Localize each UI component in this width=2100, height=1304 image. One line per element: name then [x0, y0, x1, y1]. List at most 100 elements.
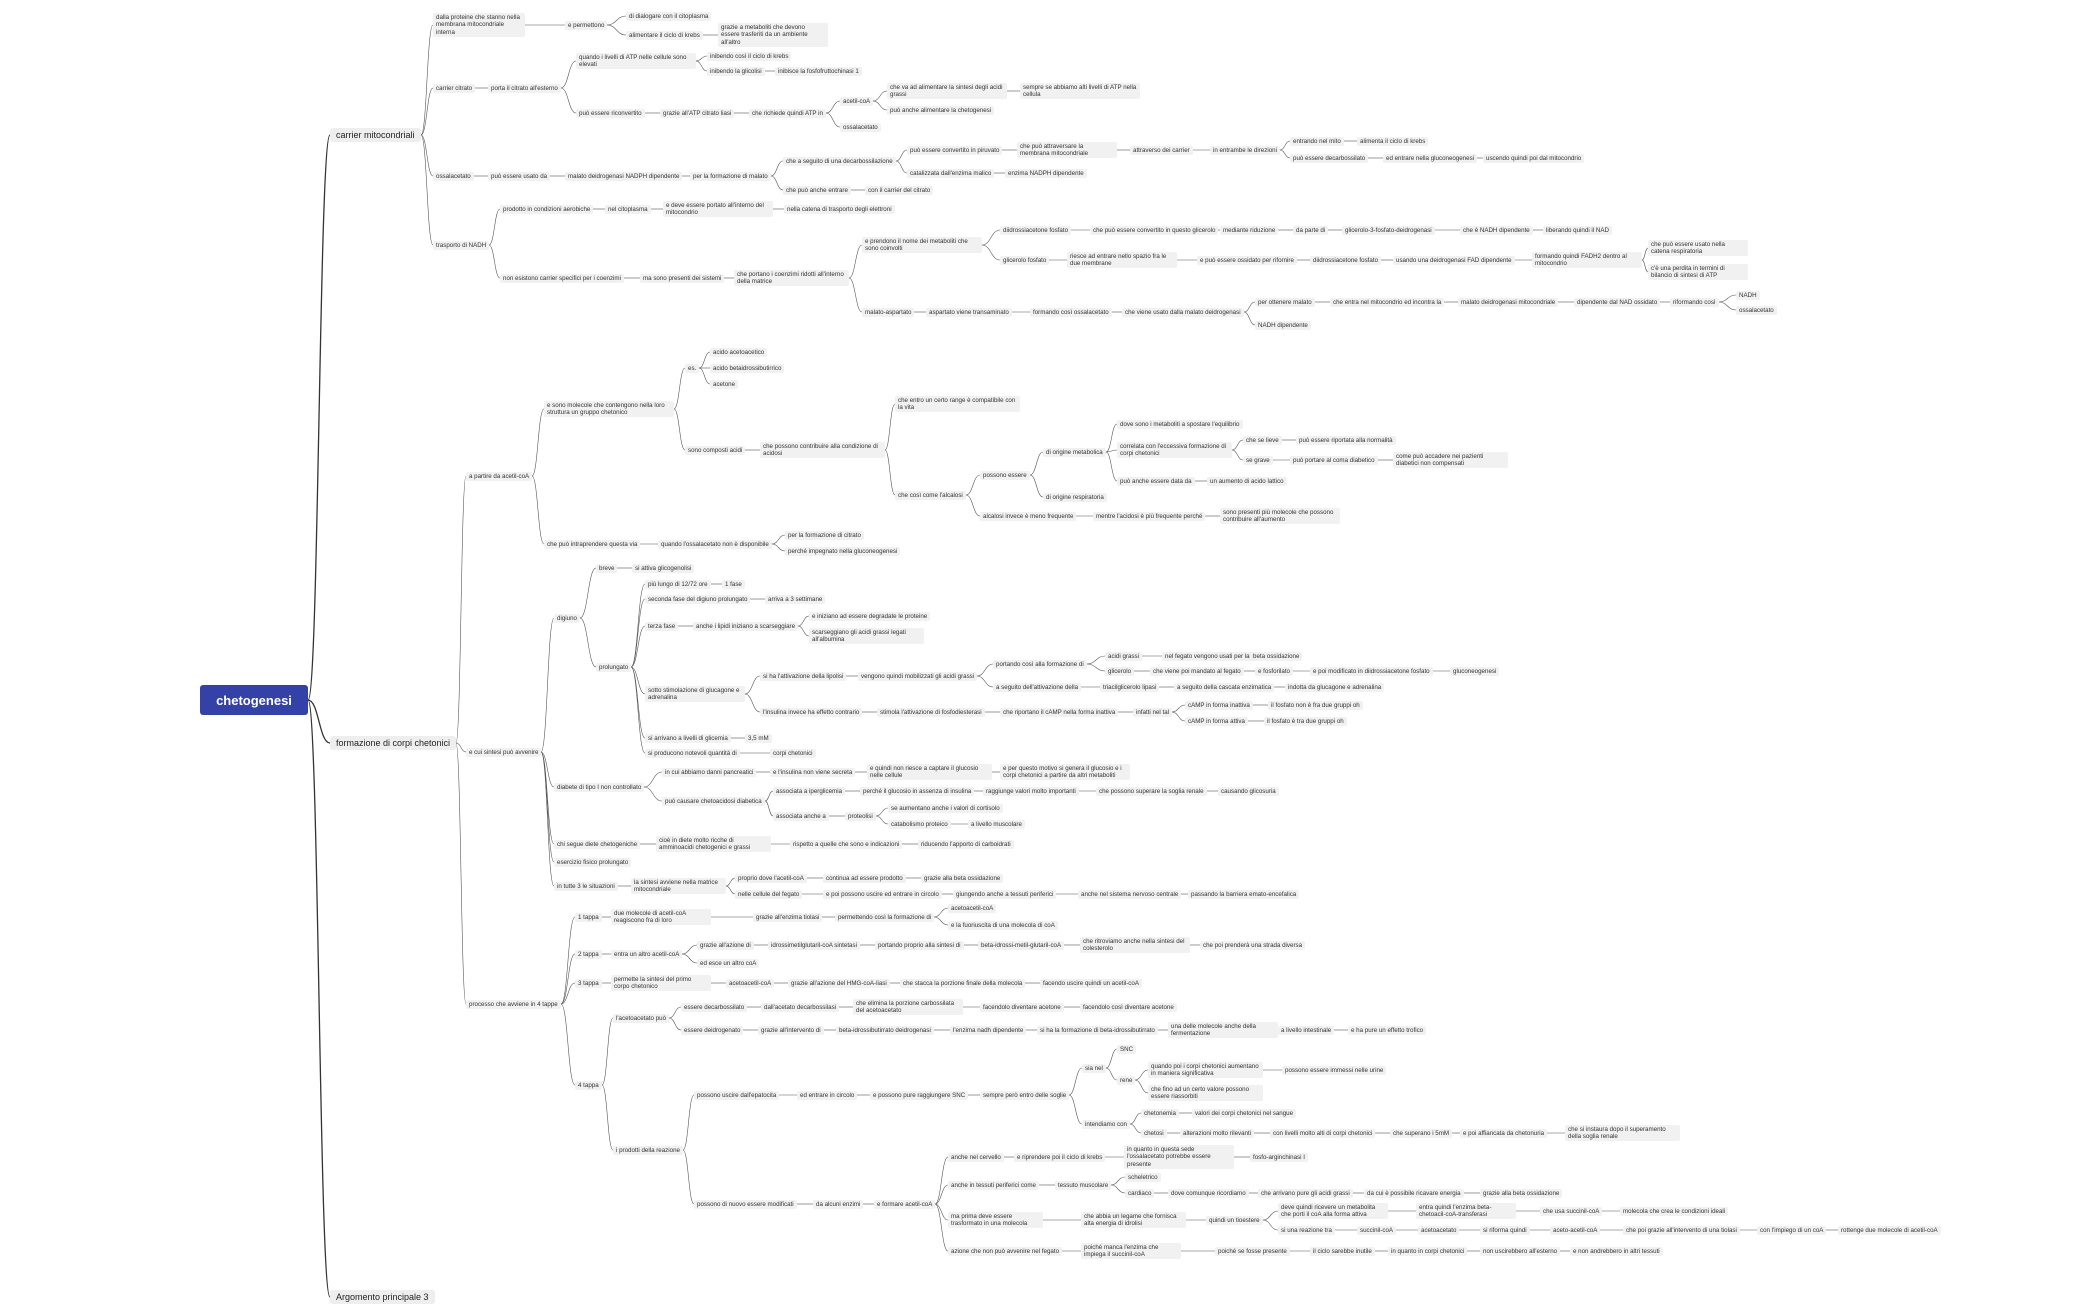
mindmap-node-cm4b[interactable]: non esistono carrier specifici per i coe…	[500, 274, 624, 283]
mindmap-node-t4b1a1a2b1a1a[interactable]: e poi affiancata da chetonuria	[1460, 1129, 1547, 1138]
mindmap-node-t4b2a1c1[interactable]: che abbia un legame che fornisca alta en…	[1081, 1212, 1186, 1229]
mindmap-node-t4a2a1a1a1[interactable]: a livello intestinale	[1278, 1026, 1334, 1035]
mindmap-node-t2a1a1a1a[interactable]: che poi prenderà una strada diversa	[1200, 941, 1305, 950]
mindmap-node-fc2b1a1a[interactable]: e per questo motivo si genera il glucosi…	[1000, 764, 1130, 781]
mindmap-node-fc2a2e[interactable]: si arrivano a livelli di glicemia	[645, 734, 731, 743]
mindmap-node-t4a[interactable]: l'acetoacetato può	[613, 1014, 669, 1023]
mindmap-node-t4a2a[interactable]: grazie all'intervento di	[758, 1026, 824, 1035]
mindmap-node-cm4g2[interactable]: glicerolo fosfato	[1000, 256, 1049, 265]
mindmap-node-cm1[interactable]: dalla proteine che stanno nella membrana…	[433, 13, 525, 37]
mindmap-node-fc2a2d2a1a2a[interactable]: il fosfato è tra due gruppi oh	[1264, 717, 1347, 726]
mindmap-node-fc2a2d1a1a1[interactable]: nel fegato vengono usati per la	[1162, 652, 1253, 661]
mindmap-node-fc2a2d2a1a1[interactable]: cAMP in forma inattiva	[1185, 701, 1253, 710]
mindmap-node-t4b1a1a2b[interactable]: chetosi	[1141, 1129, 1167, 1138]
mindmap-node-fc2e[interactable]: in tutte 3 le situazioni	[554, 882, 618, 891]
mindmap-node-t4b1a1[interactable]: e possono pure raggiungere SNC	[870, 1091, 968, 1100]
mindmap-node-ap3[interactable]: Argomento principale 3	[330, 1290, 435, 1304]
mindmap-node-fc2a2b1[interactable]: arriva a 3 settimane	[765, 595, 825, 604]
mindmap-node-cm2a1b1[interactable]: inibisce la fosfofruttochinasi 1	[775, 67, 862, 76]
mindmap-node-t4b1a1a1[interactable]: sia nel	[1082, 1064, 1106, 1073]
mindmap-node-t3a1a1a[interactable]: facendo uscire quindi un acetil-coA	[1040, 979, 1142, 988]
mindmap-node-cm3a1a1a1a1[interactable]: in entrambe le direzioni	[1210, 146, 1280, 155]
mindmap-node-fc2b1a1[interactable]: e quindi non riesce a captare il glucosi…	[867, 764, 992, 781]
mindmap-node-cm2a2a1a1a[interactable]: sempre se abbiamo alti livelli di ATP ne…	[1020, 83, 1140, 100]
mindmap-node-t4b2a1b1b[interactable]: cardiaco	[1125, 1189, 1154, 1198]
mindmap-node-fc1a2[interactable]: sono composti acidi	[685, 446, 745, 455]
mindmap-node-fc2[interactable]: e cui sintesi può avvenire	[466, 748, 541, 757]
mindmap-node-t1a1a1[interactable]: acetoacetil-coA	[948, 904, 996, 913]
mindmap-node-cm2a2a1b[interactable]: ossalacetato	[840, 123, 881, 132]
mindmap-node-fc2b2a[interactable]: associata a iperglicemia	[773, 787, 845, 796]
mindmap-node-cm4g2a1a1[interactable]: usando una deidrogenasi FAD dipendente	[1393, 256, 1515, 265]
mindmap-node-t2[interactable]: 2 tappa	[575, 950, 602, 959]
mindmap-node-cm4b1[interactable]: ma sono presenti dei sistemi	[640, 274, 724, 283]
mindmap-node-fc2a1[interactable]: breve	[596, 564, 617, 573]
mindmap-node-fc2a2e1[interactable]: 3,5 mM	[745, 734, 772, 743]
mindmap-node-cm3a1a[interactable]: per la formazione di malato	[690, 172, 771, 181]
mindmap-node-fc2a1a[interactable]: si attiva glicogenolisi	[632, 564, 694, 573]
mindmap-node-cm4b1a[interactable]: che portano i coenzimi ridotti all'inter…	[734, 270, 849, 287]
mindmap-node-t4b2a1c1a2a1[interactable]: acetoacetato	[1418, 1226, 1459, 1235]
mindmap-node-t4a2a1a1a1a[interactable]: e ha pure un effetto trofico	[1348, 1026, 1426, 1035]
mindmap-node-cm3x2a1[interactable]: uscendo quindi poi dal mitocondrio	[1483, 154, 1584, 163]
mindmap-node-fc2b2b1[interactable]: proteolisi	[845, 812, 876, 821]
mindmap-node-cm4g2a1a[interactable]: diidrossiacetone fosfato	[1310, 256, 1381, 265]
mindmap-node-cm1a2[interactable]: alimentare il ciclo di krebs	[626, 31, 703, 40]
mindmap-node-t4b2a1b1[interactable]: tessuto muscolare	[1055, 1181, 1111, 1190]
mindmap-node-fc2a2d1a2a[interactable]: triacilglicerolo lipasi	[1100, 683, 1159, 692]
mindmap-node-fc2c[interactable]: chi segue diete chetogeniche	[554, 840, 640, 849]
mindmap-node-t4b1a1a2b1a1a1[interactable]: che si instaura dopo il superamento dell…	[1565, 1125, 1680, 1142]
mindmap-node-cm3a1a2a[interactable]: con il carrier del citrato	[865, 186, 933, 195]
mindmap-node-fc2a2d2a1[interactable]: che riportano il cAMP nella forma inatti…	[1000, 708, 1118, 717]
mindmap-node-fc2b2a1a1a[interactable]: causando glicosuria	[1218, 787, 1279, 796]
mindmap-node-t4b2a1c1a2a1a[interactable]: si riforma quindi	[1480, 1226, 1530, 1235]
mindmap-node-cm4m1a1a1a1a1[interactable]: NADH	[1736, 291, 1760, 300]
mindmap-node-cm3a1a1b[interactable]: catalizzata dall'enzima malico	[907, 169, 994, 178]
mindmap-node-t4a1a1[interactable]: che elimina la porzione carbossilata del…	[853, 999, 963, 1016]
mindmap-node-t4b1a1a1b1a[interactable]: possono essere immessi nelle urine	[1282, 1066, 1386, 1075]
mindmap-node-fc1a2a2a1c1[interactable]: un aumento di acido lattico	[1207, 477, 1287, 486]
mindmap-node-fc1a2a2[interactable]: che così come l'alcalosi	[895, 491, 966, 500]
mindmap-node-fc2b1[interactable]: in cui abbiamo danni pancreatici	[662, 768, 756, 777]
mindmap-node-cm2a2a1[interactable]: che richiede quindi ATP in	[749, 109, 826, 118]
mindmap-node-cm4m1a1a1[interactable]: che entra nel mitocondrio ed incontra la	[1330, 298, 1444, 307]
mindmap-node-fc1a2a2a1b1[interactable]: che se lieve	[1243, 436, 1282, 445]
mindmap-node-t1a1[interactable]: grazie all'enzima tiolasi	[753, 913, 822, 922]
mindmap-node-cm3a1a1a[interactable]: può essere convertito in piruvato	[907, 146, 1002, 155]
mindmap-node-t4b[interactable]: i prodotti della reazione	[613, 1146, 683, 1155]
mindmap-node-fc1a2a2a1b2a1[interactable]: come può accadere nei pazienti diabetici…	[1393, 452, 1508, 469]
mindmap-node-fc2a2d2a[interactable]: stimola l'attivazione di fosfodiesterasi	[877, 708, 985, 717]
mindmap-node-t4b2a1c1a2a1a1a[interactable]: che poi grazie all'intervento di una tio…	[1623, 1226, 1740, 1235]
mindmap-node-t2a2[interactable]: ed esce un altro coA	[697, 959, 759, 968]
mindmap-node-t4b1a1a2a1[interactable]: valori dei corpi chetonici nel sangue	[1192, 1109, 1296, 1118]
mindmap-node-t4a1a1a[interactable]: facendolo diventare acetone	[980, 1003, 1064, 1012]
mindmap-node-fc3[interactable]: processo che avviene in 4 tappe	[466, 1000, 561, 1009]
mindmap-node-fc2a2d1a1[interactable]: portando così alla formazione di	[993, 660, 1087, 669]
mindmap-node-t4b2a[interactable]: da alcuni enzimi	[813, 1200, 863, 1209]
mindmap-node-t4a2a1a1a[interactable]: una delle molecole anche della fermentaz…	[1168, 1022, 1278, 1039]
mindmap-node-fc2a2c[interactable]: terza fase	[645, 622, 678, 631]
mindmap-node-fc1a1c[interactable]: acetone	[710, 380, 738, 389]
mindmap-node-t4b2a1a1[interactable]: e riprendere poi il ciclo di krebs	[1014, 1153, 1105, 1162]
mindmap-node-fc2a2d1a[interactable]: vengono quindi mobilizzati gli acidi gra…	[858, 672, 977, 681]
mindmap-node-cm4m1a1a1a1a[interactable]: riformando così	[1670, 298, 1719, 307]
mindmap-node-fc[interactable]: formazione di corpi chetonici	[330, 736, 456, 751]
mindmap-node-cm3a1a2[interactable]: che può anche entrare	[783, 186, 851, 195]
mindmap-node-fc2e1b1[interactable]: e poi possono uscire ed entrare in circo…	[823, 890, 942, 899]
mindmap-node-t4a2a1a[interactable]: l'enzima nadh dipendente	[950, 1026, 1026, 1035]
mindmap-node-cm3[interactable]: ossalacetato	[433, 172, 474, 181]
mindmap-node-t2a1a1a1[interactable]: che ritroviamo anche nella sintesi del c…	[1080, 937, 1190, 954]
mindmap-node-fc1a2a2b[interactable]: alcalosi invece è meno frequente	[980, 512, 1076, 521]
mindmap-node-fc2a2d1a2a1a[interactable]: indotta da glucagone e adrenalina	[1285, 683, 1384, 692]
mindmap-node-cm1a1[interactable]: di dialogare con il citoplasma	[626, 12, 711, 21]
mindmap-node-fc2b[interactable]: diabete di tipo I non controllato	[554, 783, 644, 792]
mindmap-node-fc1a[interactable]: e sono molecole che contengono nella lor…	[544, 401, 674, 418]
mindmap-node-fc2a2f1[interactable]: corpi chetonici	[770, 749, 816, 758]
mindmap-node-cm2[interactable]: carrier citrato	[433, 84, 475, 93]
mindmap-node-fc1b1[interactable]: quando l'ossalacetato non è disponibile	[658, 540, 772, 549]
mindmap-node-fc2a2f[interactable]: si producono notevoli quantità di	[645, 749, 740, 758]
mindmap-node-cm3a1a1a1[interactable]: che può attraversare la membrana mitocon…	[1017, 142, 1117, 159]
mindmap-node-fc1a2a2a1b2a[interactable]: può portare al coma diabetico	[1290, 456, 1378, 465]
mindmap-node-t4b2a1c1a[interactable]: quindi un tioestere	[1206, 1216, 1263, 1225]
mindmap-node-t4b1a[interactable]: ed entrare in circolo	[797, 1091, 857, 1100]
